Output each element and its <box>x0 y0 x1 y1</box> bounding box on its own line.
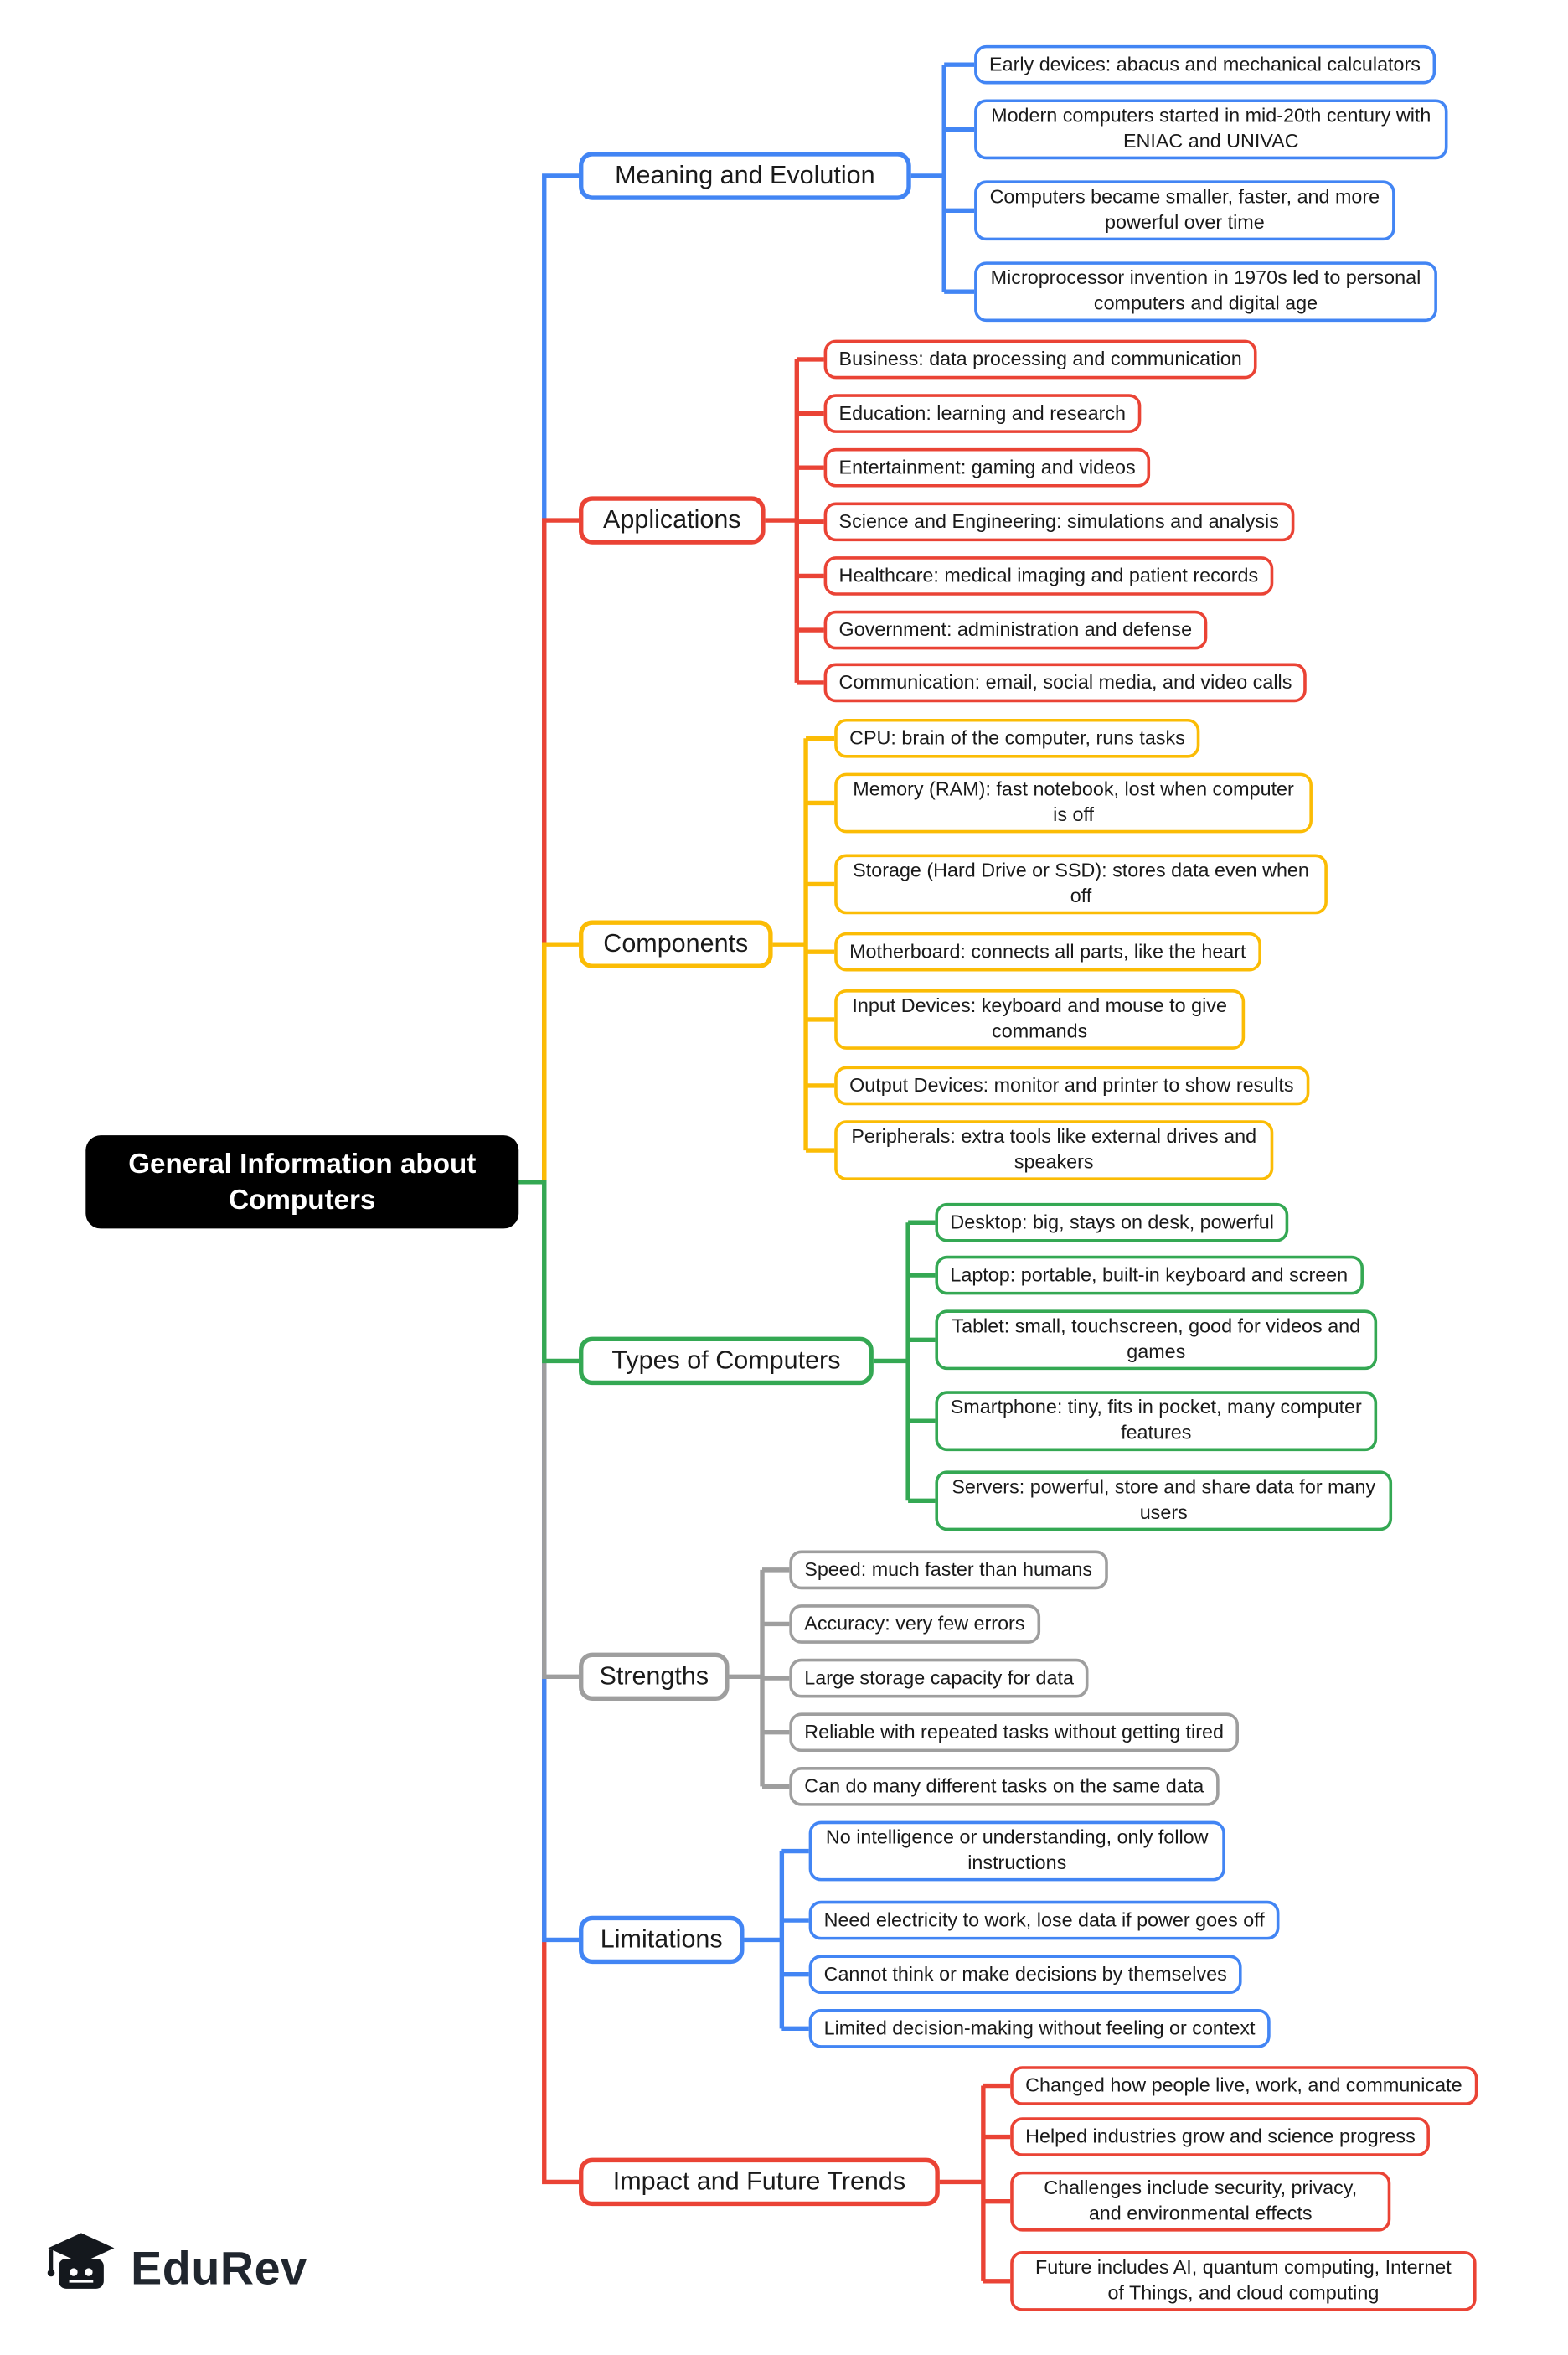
branch-strengths[interactable]: Strengths <box>579 1652 730 1702</box>
branch-limitations[interactable]: Limitations <box>579 1915 745 1965</box>
root-node[interactable]: General Information about Computers <box>85 1135 519 1229</box>
leaf-node[interactable]: Accuracy: very few errors <box>789 1604 1040 1644</box>
leaf-node[interactable]: Limited decision-making without feeling … <box>808 2008 1271 2048</box>
leaf-node[interactable]: Cannot think or make decisions by themse… <box>808 1955 1242 1995</box>
leaf-node[interactable]: Helped industries grow and science progr… <box>1010 2117 1431 2156</box>
leaf-node[interactable]: Storage (Hard Drive or SSD): stores data… <box>834 854 1328 915</box>
leaf-node[interactable]: Output Devices: monitor and printer to s… <box>834 1066 1309 1106</box>
leaf-node[interactable]: Can do many different tasks on the same … <box>789 1767 1220 1806</box>
leaf-node[interactable]: Science and Engineering: simulations and… <box>823 502 1294 542</box>
leaf-node[interactable]: Need electricity to work, lose data if p… <box>808 1900 1280 1940</box>
branch-components[interactable]: Components <box>579 920 773 968</box>
leaf-node[interactable]: Tablet: small, touchscreen, good for vid… <box>935 1309 1378 1371</box>
leaf-node[interactable]: Early devices: abacus and mechanical cal… <box>974 44 1436 85</box>
leaf-node[interactable]: Memory (RAM): fast notebook, lost when c… <box>834 772 1313 834</box>
leaf-node[interactable]: Future includes AI, quantum computing, I… <box>1010 2250 1477 2311</box>
leaf-node[interactable]: Changed how people live, work, and commu… <box>1010 2066 1478 2105</box>
leaf-node[interactable]: Servers: powerful, store and share data … <box>935 1470 1393 1531</box>
leaf-node[interactable]: Input Devices: keyboard and mouse to giv… <box>834 989 1246 1050</box>
branch-impact-and-future-trends[interactable]: Impact and Future Trends <box>579 2157 940 2207</box>
edurev-logo-text: EduRev <box>131 2241 307 2295</box>
leaf-node[interactable]: Speed: much faster than humans <box>789 1550 1107 1590</box>
leaf-node[interactable]: Reliable with repeated tasks without get… <box>789 1712 1239 1753</box>
leaf-node[interactable]: No intelligence or understanding, only f… <box>808 1820 1225 1882</box>
leaf-node[interactable]: Laptop: portable, built-in keyboard and … <box>935 1255 1364 1295</box>
leaf-node[interactable]: Computers became smaller, faster, and mo… <box>974 180 1395 241</box>
leaf-node[interactable]: Motherboard: connects all parts, like th… <box>834 932 1261 972</box>
leaf-node[interactable]: Healthcare: medical imaging and patient … <box>823 556 1274 596</box>
edurev-logo[interactable]: EduRev <box>45 2230 307 2307</box>
leaf-node[interactable]: CPU: brain of the computer, runs tasks <box>834 718 1200 758</box>
branch-meaning-and-evolution[interactable]: Meaning and Evolution <box>579 152 911 200</box>
leaf-node[interactable]: Microprocessor invention in 1970s led to… <box>974 261 1437 323</box>
leaf-node[interactable]: Large storage capacity for data <box>789 1658 1089 1698</box>
leaf-node[interactable]: Modern computers started in mid-20th cen… <box>974 99 1448 160</box>
branch-applications[interactable]: Applications <box>579 496 766 545</box>
leaf-node[interactable]: Challenges include security, privacy, an… <box>1010 2171 1391 2232</box>
leaf-node[interactable]: Government: administration and defense <box>823 610 1208 650</box>
leaf-node[interactable]: Communication: email, social media, and … <box>823 663 1308 703</box>
leaf-node[interactable]: Desktop: big, stays on desk, powerful <box>935 1202 1289 1242</box>
leaf-node[interactable]: Smartphone: tiny, fits in pocket, many c… <box>935 1391 1378 1452</box>
leaf-node[interactable]: Peripherals: extra tools like external d… <box>834 1120 1274 1180</box>
graduation-cap-icon <box>45 2230 117 2307</box>
leaf-node[interactable]: Education: learning and research <box>823 394 1141 433</box>
leaf-node[interactable]: Entertainment: gaming and videos <box>823 447 1151 488</box>
branch-types-of-computers[interactable]: Types of Computers <box>579 1336 874 1386</box>
leaf-node[interactable]: Business: data processing and communicat… <box>823 339 1257 380</box>
